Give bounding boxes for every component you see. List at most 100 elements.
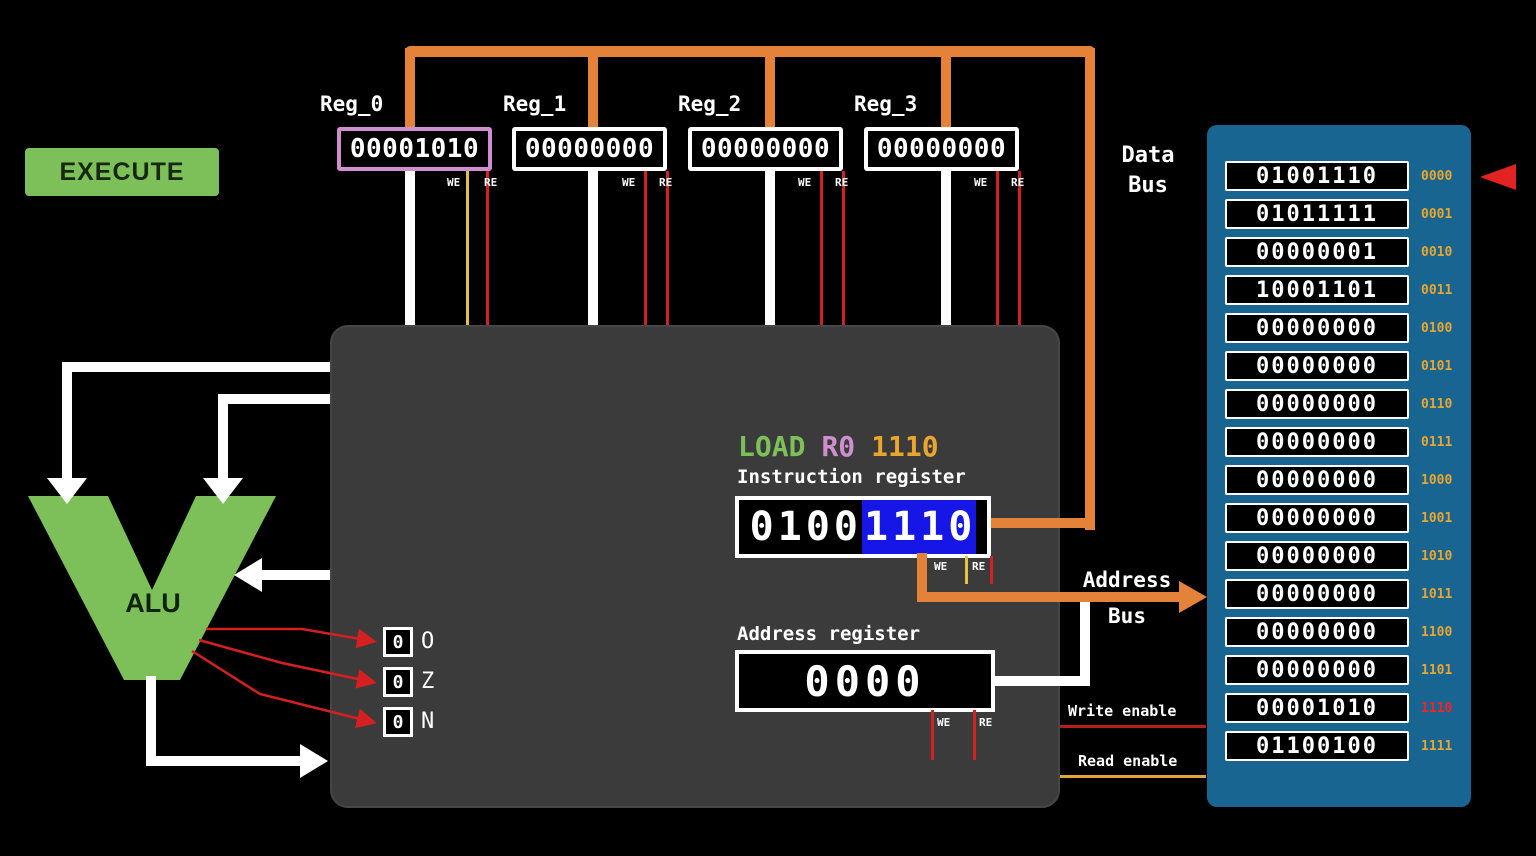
write-enable-label: Write enable (1068, 702, 1177, 720)
alu-input1-line (62, 362, 330, 372)
ir-we-label: WE (934, 560, 948, 573)
memory-cell: 10001101 (1225, 275, 1409, 305)
ir-re-label: RE (972, 560, 986, 573)
flag-n-label: N (421, 709, 435, 734)
memory-address-label: 0000 (1421, 168, 1453, 184)
cpu-block (330, 325, 1060, 808)
ir-write-enable-line (965, 556, 968, 584)
memory-row: 00000000 1010 (1225, 541, 1471, 571)
memory-cell: 00000000 (1225, 313, 1409, 343)
reg0-read-enable-line (486, 171, 489, 325)
flag-z-box: 0 (383, 667, 413, 697)
address-register-label: Address register (737, 623, 921, 645)
alu-label: ALU (125, 588, 181, 618)
ir-read-enable-line (990, 556, 993, 584)
address-bus-label-line2: Bus (1108, 604, 1146, 628)
memory-row: 01001110 0000 (1225, 161, 1471, 191)
instruction-register-operand: R0 (821, 430, 856, 463)
memory-address-label: 1010 (1421, 548, 1453, 564)
instruction-register-opcode-bits: 0100 (749, 504, 862, 550)
ar-re-label: RE (979, 716, 993, 729)
memory-address-label: 0011 (1421, 282, 1453, 298)
memory-address-label-active: 1110 (1421, 700, 1453, 716)
reg1-write-enable-line (644, 171, 647, 325)
reg2-read-enable-line (842, 171, 845, 325)
ar-read-enable-line (973, 710, 976, 760)
reg0-data-line (405, 171, 415, 325)
memory-cell: 00000000 (1225, 351, 1409, 381)
data-bus-drop-reg2 (765, 48, 775, 129)
instruction-register-label: Instruction register (737, 466, 966, 488)
memory-cell: 00000000 (1225, 389, 1409, 419)
memory-row: 00000000 1000 (1225, 465, 1471, 495)
memory-cell: 01001110 (1225, 161, 1409, 191)
address-bus-label-line1: Address (1082, 568, 1172, 592)
alu-input2-arrowhead (203, 478, 243, 504)
memory-row: 10001101 0011 (1225, 275, 1471, 305)
memory-address-label: 1100 (1421, 624, 1453, 640)
execute-button[interactable]: EXECUTE (25, 148, 219, 196)
memory-cell: 00000000 (1225, 579, 1409, 609)
data-bus-drop-reg3 (941, 48, 951, 129)
alu-output-arrowhead (300, 744, 328, 778)
reg1-data-line (588, 171, 598, 325)
alu-input2-line (218, 394, 228, 478)
alu-input1-line (62, 362, 72, 480)
memory-cell: 00000001 (1225, 237, 1409, 267)
memory-row: 00001010 1110 (1225, 693, 1471, 723)
memory-cell: 00000000 (1225, 465, 1409, 495)
reg0-we-label: WE (447, 176, 461, 189)
reg0-write-enable-line (466, 171, 469, 325)
memory-address-label: 1000 (1421, 472, 1453, 488)
alu-control-line (262, 570, 330, 580)
flag-z-label: Z (421, 669, 435, 694)
data-bus-drop-reg0 (405, 48, 415, 129)
reg2-we-label: WE (798, 176, 812, 189)
data-bus-label: Data Bus (1096, 141, 1200, 201)
address-bus-arrowhead (1179, 581, 1207, 613)
reg2-re-label: RE (835, 176, 849, 189)
reg2-write-enable-line (820, 171, 823, 325)
flag-n-box: 0 (383, 707, 413, 737)
reg3-re-label: RE (1011, 176, 1025, 189)
reg2-data-line (765, 171, 775, 325)
memory-address-label: 0001 (1421, 206, 1453, 222)
ar-bus-connector (1080, 602, 1090, 686)
memory-row: 00000000 0110 (1225, 389, 1471, 419)
data-bus-label-line2: Bus (1128, 173, 1168, 198)
reg1-name: Reg_1 (503, 92, 567, 116)
alu-shape (28, 496, 276, 680)
memory-pointer-arrow-icon (1480, 164, 1516, 190)
decoded-instruction: LOAD R0 1110 (738, 430, 939, 463)
memory-address-label: 0110 (1421, 396, 1453, 412)
data-bus-drop-reg1 (588, 48, 598, 129)
memory-cell: 01100100 (1225, 731, 1409, 761)
reg3-we-label: WE (974, 176, 988, 189)
memory-address-label: 0111 (1421, 434, 1453, 450)
read-enable-label: Read enable (1078, 752, 1178, 770)
reg3-data-line (941, 171, 951, 325)
ar-bus-connector (993, 676, 1089, 686)
data-bus-top-segment (405, 46, 1095, 57)
reg3-name: Reg_3 (854, 92, 918, 116)
address-bus-horizontal (917, 592, 1181, 602)
memory-cell: 00000000 (1225, 503, 1409, 533)
address-register-box: 0000 (735, 650, 995, 712)
alu-output-line (146, 676, 156, 766)
memory-cell: 00000000 (1225, 541, 1409, 571)
reg3-value-box: 00000000 (864, 127, 1019, 171)
memory-cell: 00001010 (1225, 693, 1409, 723)
reg3-read-enable-line (1018, 171, 1021, 325)
instruction-address-operand: 1110 (871, 430, 939, 463)
reg0-name: Reg_0 (320, 92, 384, 116)
